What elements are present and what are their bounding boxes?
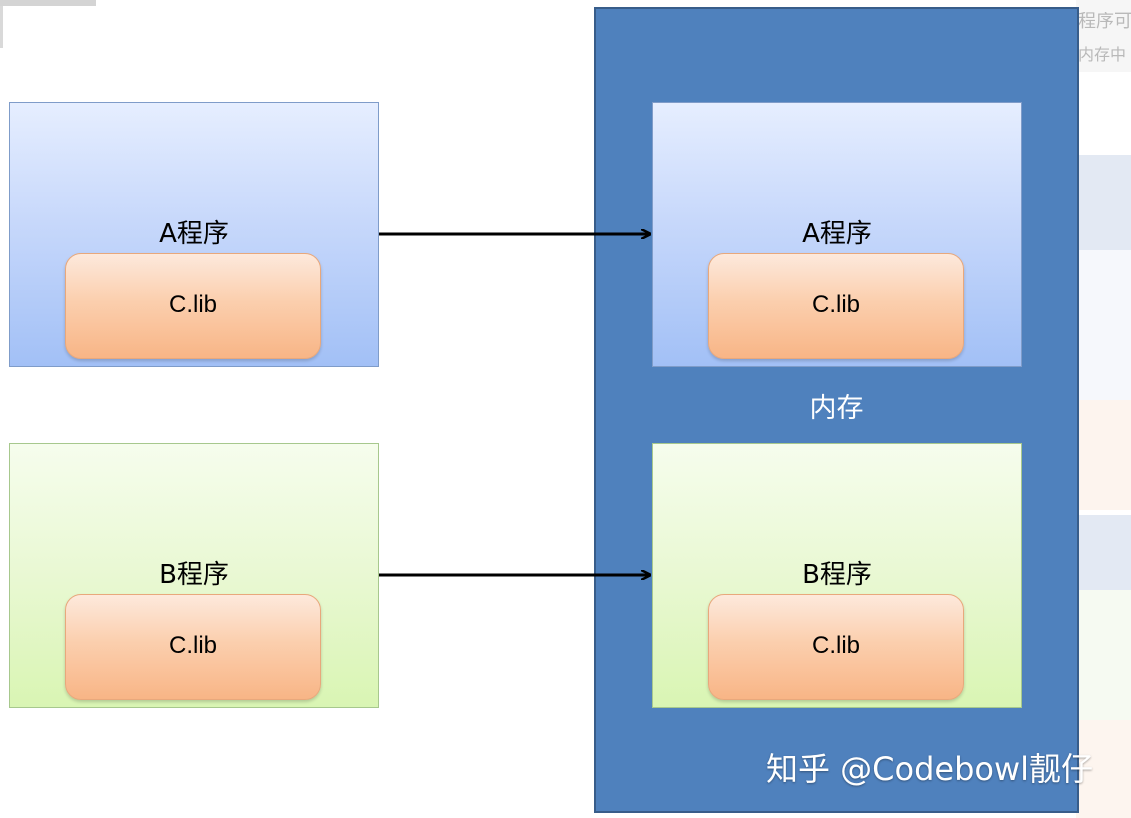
background-band bbox=[1076, 590, 1131, 720]
library-box: C.lib bbox=[708, 594, 964, 700]
library-box: C.lib bbox=[708, 253, 964, 359]
library-box: C.lib bbox=[65, 594, 321, 700]
background-band bbox=[1076, 250, 1131, 400]
library-label: C.lib bbox=[811, 291, 860, 318]
watermark: 知乎 @Codebowl靓仔 bbox=[766, 750, 1094, 788]
library-label: C.lib bbox=[168, 632, 217, 659]
background-band bbox=[1076, 720, 1131, 818]
background-text-fragment-1: 程序可能 bbox=[1078, 12, 1131, 32]
library-box: C.lib bbox=[65, 253, 321, 359]
source-program-a: A程序 C.lib bbox=[9, 102, 379, 367]
background-band bbox=[1076, 0, 1131, 72]
background-band bbox=[1076, 515, 1131, 590]
background-tab-fragment bbox=[0, 0, 96, 48]
program-title: B程序 bbox=[802, 560, 872, 590]
program-title: B程序 bbox=[159, 560, 229, 590]
background-band bbox=[1076, 400, 1131, 510]
memory-program-b: B程序 C.lib bbox=[652, 443, 1022, 708]
library-label: C.lib bbox=[811, 632, 860, 659]
program-title: A程序 bbox=[159, 219, 229, 249]
background-band bbox=[1076, 155, 1131, 250]
library-label: C.lib bbox=[168, 291, 217, 318]
source-program-b: B程序 C.lib bbox=[9, 443, 379, 708]
background-right-panel-fragment bbox=[1076, 0, 1131, 818]
background-text-fragment-2: 内存中 bbox=[1078, 45, 1127, 64]
memory-program-a: A程序 C.lib bbox=[652, 102, 1022, 367]
program-title: A程序 bbox=[802, 219, 872, 249]
memory-label: 内存 bbox=[809, 393, 864, 424]
